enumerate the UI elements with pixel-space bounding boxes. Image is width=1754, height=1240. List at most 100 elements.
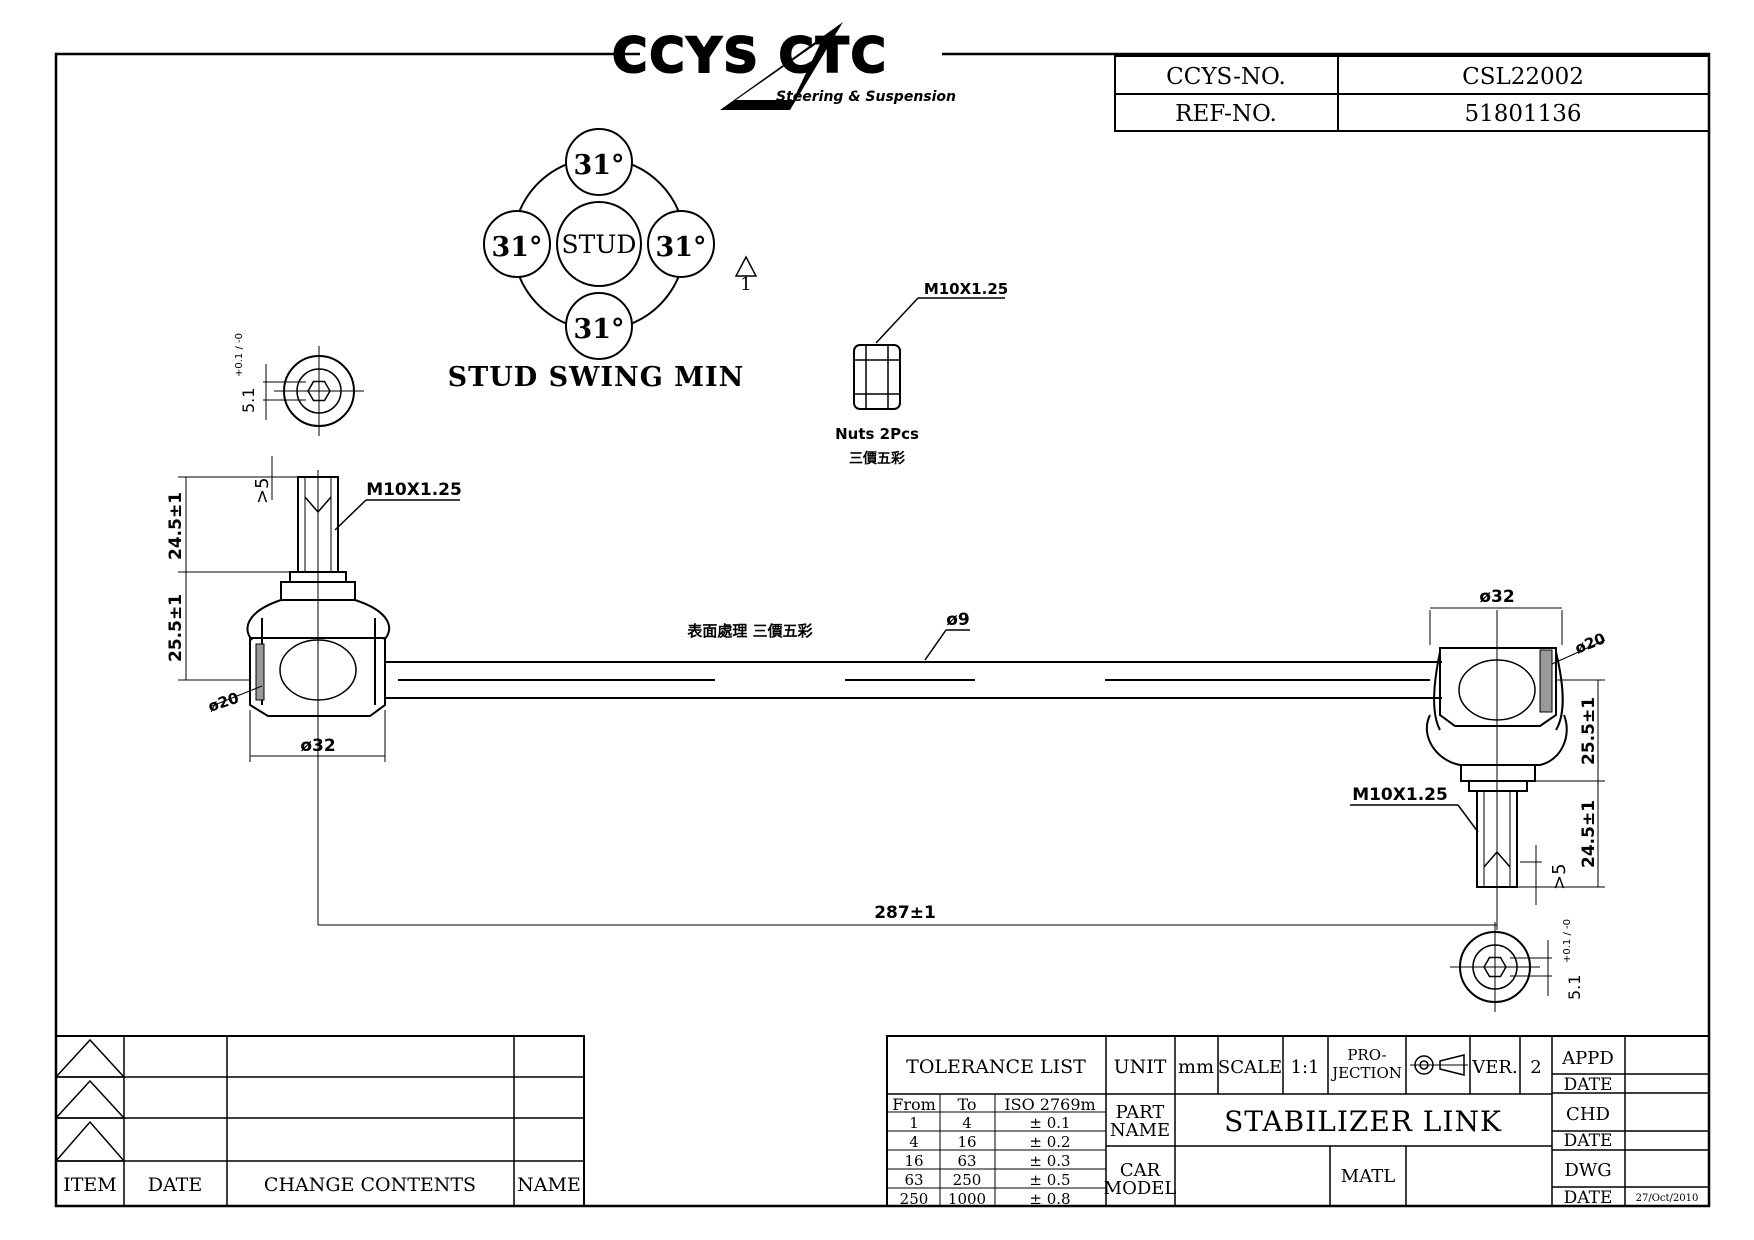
- swing-left-circle: [483, 210, 551, 278]
- left-stud-thread: M10X1.25: [366, 480, 462, 500]
- overall-length: 287±1: [874, 903, 936, 923]
- left-min-length: >5: [252, 477, 273, 504]
- car-model-label-2: MODEL: [1104, 1178, 1177, 1199]
- logo-text: CCYS CTC: [612, 28, 888, 84]
- version-value: 2: [1530, 1057, 1541, 1078]
- stabilizer-rod: [385, 661, 1442, 699]
- sheet-border: [54, 52, 1711, 1208]
- swing-top-circle: [565, 128, 633, 196]
- part-name-label-1: PART: [1116, 1102, 1165, 1123]
- car-model-label-1: CAR: [1120, 1160, 1161, 1181]
- tolerance-cell: 1000: [948, 1190, 986, 1208]
- part-name-label-2: NAME: [1110, 1120, 1170, 1141]
- part-name: STABILIZER LINK: [1224, 1105, 1502, 1138]
- approved-date-label: DATE: [1564, 1075, 1613, 1095]
- ref-no-value: 51801136: [1464, 101, 1581, 127]
- revision-triangle-icon: [54, 1038, 126, 1078]
- tolerance-cell: 250: [953, 1171, 982, 1189]
- surface-treatment: 表面處理 三價五彩: [687, 622, 812, 640]
- tolerance-cell: ± 0.2: [1029, 1133, 1070, 1151]
- right-stud-thread: M10X1.25: [1352, 785, 1448, 805]
- swing-center-label: STUD: [562, 230, 637, 259]
- right-ball-joint: [1425, 610, 1568, 930]
- right-housing-diameter: ø32: [1479, 587, 1514, 607]
- tolerance-cell: 250: [900, 1190, 929, 1208]
- tol-header-from: From: [892, 1095, 936, 1114]
- right-hex-end-view: 5.1 +0.1 / -0: [1450, 919, 1584, 1012]
- tolerance-cell: 16: [957, 1133, 976, 1151]
- tolerance-cell: ± 0.1: [1029, 1114, 1070, 1132]
- scale-label: SCALE: [1218, 1057, 1282, 1078]
- drawn-label: DWG: [1564, 1160, 1611, 1181]
- swing-bottom-angle: 31°: [573, 314, 624, 345]
- left-body-length: 25.5±1: [166, 594, 186, 662]
- rod-annotations: 表面處理 三價五彩 ø9 287±1: [318, 610, 1497, 926]
- unit-value: mm: [1178, 1056, 1214, 1078]
- left-hex-size: 5.1: [239, 388, 258, 413]
- rev-header-name: NAME: [517, 1174, 581, 1196]
- left-hex-tolerance: +0.1 / -0: [234, 333, 245, 377]
- left-dimensions: >5 M10X1.25 24.5±1 25.5±1 ø20 ø32: [166, 456, 462, 762]
- swing-center-circle: [556, 201, 642, 287]
- revision-triangle-icon: [54, 1079, 126, 1119]
- right-stud-length: 24.5±1: [1579, 800, 1599, 868]
- right-body-length: 25.5±1: [1579, 697, 1599, 765]
- tolerance-cell: 4: [909, 1133, 919, 1151]
- checked-date-label: DATE: [1564, 1131, 1613, 1151]
- rod-diameter: ø9: [946, 610, 970, 630]
- left-ball-joint: [246, 470, 391, 925]
- nut-detail: M10X1.25 Nuts 2Pcs 三價五彩: [835, 280, 1008, 467]
- drawing-number-table: CCYS-NO. CSL22002 REF-NO. 51801136: [1114, 55, 1710, 132]
- left-stud-length: 24.5±1: [166, 492, 186, 560]
- tolerance-cell: ± 0.3: [1029, 1152, 1070, 1170]
- projection-symbol-icon: [1410, 1054, 1468, 1076]
- tolerance-cell: ± 0.8: [1029, 1190, 1070, 1208]
- swing-caption: STUD SWING MIN: [448, 362, 745, 393]
- material-label: MATL: [1341, 1166, 1395, 1187]
- revision-triangle-icon: [54, 1120, 126, 1162]
- checked-label: CHD: [1566, 1104, 1610, 1125]
- drawn-date-value: 27/Oct/2010: [1636, 1193, 1699, 1204]
- tolerance-cell: 63: [904, 1171, 923, 1189]
- ref-no-label: REF-NO.: [1175, 101, 1277, 127]
- swing-top-angle: 31°: [573, 150, 624, 181]
- version-label: VER.: [1471, 1057, 1517, 1078]
- scale-value: 1:1: [1291, 1057, 1320, 1078]
- tolerance-cell: 1: [909, 1114, 919, 1132]
- revision-table: ITEM DATE CHANGE CONTENTS NAME: [54, 1035, 585, 1207]
- nut-finish: 三價五彩: [849, 450, 905, 467]
- nut-icon: [853, 344, 901, 410]
- unit-label: UNIT: [1114, 1056, 1167, 1078]
- right-dimensions: ø32 ø20 25.5±1 24.5±1 M10X1.25 >5: [1350, 587, 1608, 905]
- revision-mark: 1: [740, 274, 751, 295]
- projection-label-1: PRO-: [1347, 1046, 1386, 1064]
- revision-triangle-icon: [734, 255, 758, 277]
- projection-label-2: JECTION: [1330, 1064, 1402, 1082]
- left-ball-diameter: ø20: [206, 689, 241, 716]
- swing-right-circle: [647, 210, 715, 278]
- tolerance-cell: 16: [904, 1152, 923, 1170]
- drawn-date-label: DATE: [1564, 1188, 1613, 1208]
- swing-bottom-circle: [565, 292, 633, 360]
- rev-header-date: DATE: [148, 1174, 202, 1196]
- rev-header-change: CHANGE CONTENTS: [264, 1174, 476, 1196]
- right-ball-diameter: ø20: [1572, 629, 1608, 657]
- approved-label: APPD: [1561, 1048, 1614, 1069]
- tol-header-iso: ISO 2769m: [1004, 1095, 1095, 1114]
- right-min-length: >5: [1549, 863, 1570, 890]
- left-hex-end-view: 5.1 +0.1 / -0: [234, 333, 364, 436]
- company-logo: CCYS CTC Steering & Suspension: [611, 22, 956, 110]
- logo-tagline: Steering & Suspension: [776, 89, 956, 105]
- ccys-no-value: CSL22002: [1462, 64, 1584, 90]
- stud-swing-diagram: 31° 31° 31° 31° STUD STUD SWING MIN 1: [448, 128, 758, 393]
- tolerance-cell: 4: [962, 1114, 972, 1132]
- right-hex-tolerance: +0.1 / -0: [1562, 919, 1573, 963]
- right-hex-size: 5.1: [1565, 975, 1584, 1000]
- rev-header-item: ITEM: [63, 1174, 117, 1196]
- swing-right-angle: 31°: [655, 232, 706, 263]
- nut-quantity: Nuts 2Pcs: [835, 425, 919, 443]
- ccys-no-label: CCYS-NO.: [1166, 64, 1286, 90]
